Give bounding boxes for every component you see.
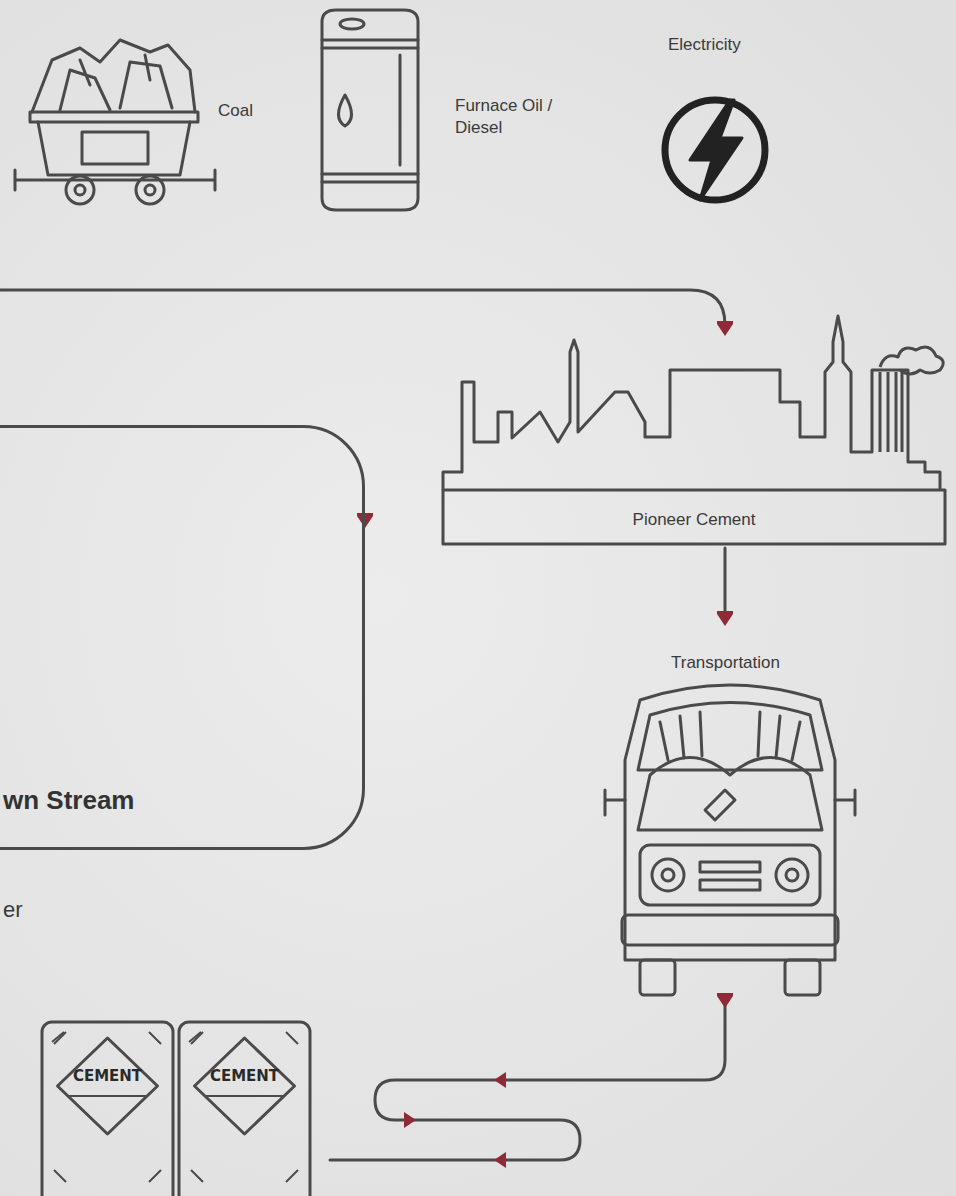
node-text: wn Stream <box>3 785 135 816</box>
node-text: CEMENT <box>73 1067 142 1085</box>
cement-bag-shape <box>177 1020 312 1196</box>
label-text: er <box>3 896 23 925</box>
stream-box: wn Stream <box>0 425 365 850</box>
arrow-head <box>717 993 733 996</box>
node-text: CEMENT <box>210 1067 279 1085</box>
factory-outline: Pioneer Cement <box>440 312 948 548</box>
arrow-head <box>717 611 733 614</box>
cement-bag-shape <box>40 1020 175 1196</box>
arrow-head <box>494 1152 506 1168</box>
label-text: Transportation <box>671 652 780 674</box>
cement-bag: CEMENT <box>40 1020 175 1196</box>
arrow-head <box>717 614 733 626</box>
cement-bag: CEMENT <box>177 1020 312 1196</box>
arrow-head <box>494 1072 506 1088</box>
label-text: Electricity <box>668 34 741 56</box>
label-text: Furnace Oil / Diesel <box>455 95 573 139</box>
arrow-head <box>357 516 373 528</box>
label-text: Coal <box>218 100 253 122</box>
node-text: Pioneer Cement <box>633 510 756 530</box>
arrow-head <box>717 321 733 324</box>
arrow-head <box>717 324 733 336</box>
arrow-head <box>717 996 733 1008</box>
arrow-head <box>357 513 373 516</box>
arrow-head <box>404 1112 416 1128</box>
